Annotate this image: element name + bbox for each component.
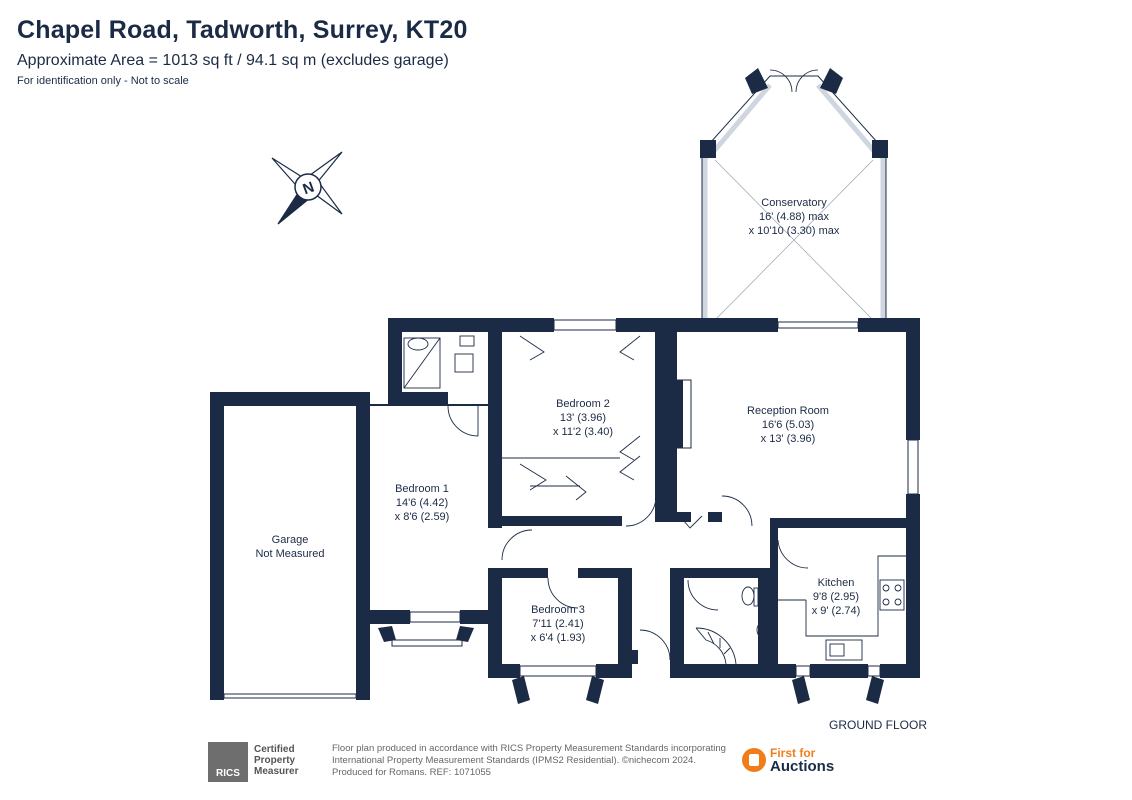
compass-icon: N	[271, 151, 343, 225]
svg-text:x 11'2 (3.40): x 11'2 (3.40)	[553, 426, 613, 438]
svg-text:Bedroom 1: Bedroom 1	[395, 483, 449, 495]
rics-certification: RICS Certified Property Measurer	[208, 742, 326, 782]
windows	[223, 319, 919, 699]
svg-text:7'11 (2.41): 7'11 (2.41)	[532, 618, 583, 630]
svg-text:x 9' (2.74): x 9' (2.74)	[812, 605, 861, 617]
brand-icon	[742, 748, 766, 772]
brand-logo: First for Auctions	[742, 746, 852, 778]
rics-badge-text: RICS	[216, 768, 240, 779]
brand-top: First for	[770, 746, 816, 760]
disclaimer: Floor plan produced in accordance with R…	[332, 743, 742, 779]
label-reception-room: Reception Room 16'6 (5.03) x 13' (3.96)	[747, 405, 829, 445]
bay-windows	[378, 626, 884, 704]
area-subtitle: Approximate Area = 1013 sq ft / 94.1 sq …	[17, 52, 449, 69]
svg-text:Not Measured: Not Measured	[255, 548, 324, 560]
brand-bottom: Auctions	[770, 758, 835, 775]
rics-line-3: Measurer	[254, 766, 299, 777]
walls	[210, 318, 920, 700]
svg-text:Conservatory: Conservatory	[761, 197, 827, 209]
svg-text:16'6 (5.03): 16'6 (5.03)	[762, 419, 814, 431]
rics-label: Certified Property Measurer	[254, 744, 298, 777]
floor-label: GROUND FLOOR	[829, 718, 928, 732]
rics-logo: RICS	[208, 742, 248, 782]
label-garage: Garage Not Measured	[255, 534, 324, 560]
page-title: Chapel Road, Tadworth, Surrey, KT20	[17, 16, 468, 44]
rics-line-1: Certified	[254, 744, 295, 755]
conservatory	[700, 68, 888, 323]
kitchen-fixtures	[778, 555, 906, 661]
svg-text:Bedroom 3: Bedroom 3	[531, 604, 585, 616]
rics-line-2: Property	[254, 755, 296, 766]
disclaimer-line-2: International Property Measurement Stand…	[332, 755, 696, 766]
doors	[447, 335, 809, 661]
svg-text:9'8 (2.95): 9'8 (2.95)	[813, 591, 859, 603]
svg-text:x 6'4 (1.93): x 6'4 (1.93)	[531, 632, 586, 644]
fireplace	[676, 379, 692, 449]
scale-note: For identification only - Not to scale	[17, 75, 189, 87]
svg-text:Kitchen: Kitchen	[818, 577, 855, 589]
label-kitchen: Kitchen 9'8 (2.95) x 9' (2.74)	[812, 577, 861, 617]
svg-text:Reception Room: Reception Room	[747, 405, 829, 417]
svg-text:Garage: Garage	[272, 534, 309, 546]
svg-text:13' (3.96): 13' (3.96)	[560, 412, 606, 424]
svg-text:16' (4.88) max: 16' (4.88) max	[759, 211, 829, 223]
svg-text:x 13' (3.96): x 13' (3.96)	[761, 433, 816, 445]
disclaimer-line-3: Produced for Romans. REF: 1071055	[332, 767, 491, 778]
label-bedroom-3: Bedroom 3 7'11 (2.41) x 6'4 (1.93)	[531, 604, 586, 644]
label-bedroom-1: Bedroom 1 14'6 (4.42) x 8'6 (2.59)	[395, 483, 450, 523]
svg-text:14'6 (4.42): 14'6 (4.42)	[396, 497, 448, 509]
svg-text:x 10'10 (3.30) max: x 10'10 (3.30) max	[749, 225, 840, 237]
svg-text:Bedroom 2: Bedroom 2	[556, 398, 610, 410]
disclaimer-line-1: Floor plan produced in accordance with R…	[332, 743, 726, 754]
bathroom-fixtures	[403, 335, 768, 638]
svg-text:x 8'6 (2.59): x 8'6 (2.59)	[395, 511, 450, 523]
stairs	[695, 627, 737, 665]
label-conservatory: Conservatory 16' (4.88) max x 10'10 (3.3…	[749, 197, 840, 237]
label-bedroom-2: Bedroom 2 13' (3.96) x 11'2 (3.40)	[553, 398, 613, 438]
